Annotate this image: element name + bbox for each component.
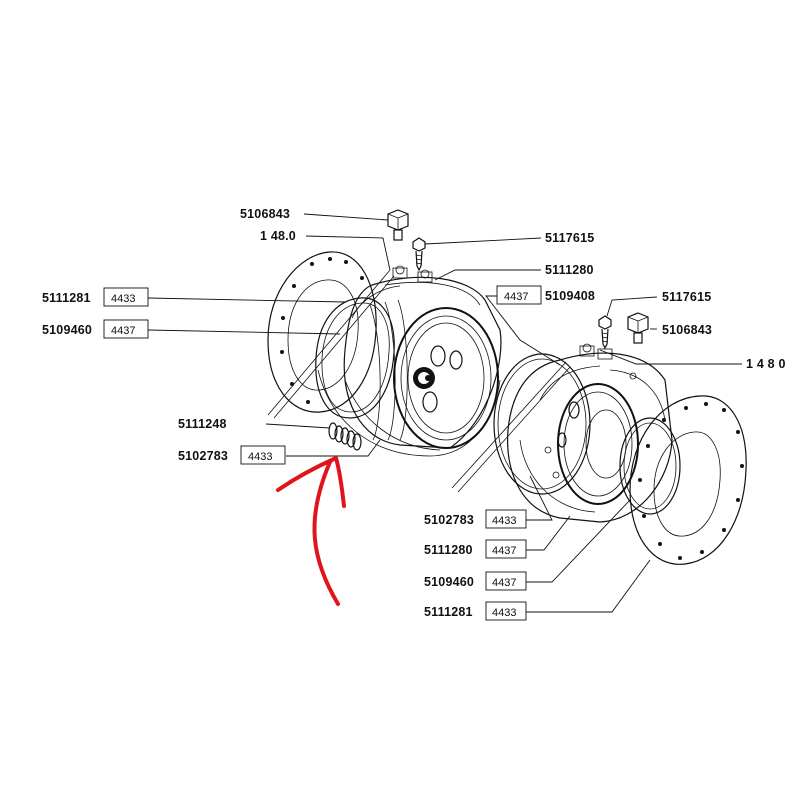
group-code-label: 4433: [248, 451, 272, 463]
group-code-label: 4433: [492, 515, 516, 527]
right-flange-plate: [629, 395, 747, 565]
group-code-box: [103, 319, 149, 339]
part-labels: 5106843 1 48.0 5117615 5111280 4437 5109…: [42, 207, 786, 621]
bolt-icon: [627, 312, 649, 344]
group-code-label: 4437: [504, 291, 528, 303]
right-assembly: [451, 312, 747, 565]
left-housing: [317, 265, 502, 457]
left-drum: [369, 299, 499, 449]
group-code-label: 4437: [492, 577, 516, 589]
group-code-box: [496, 285, 542, 305]
part-number-label: 5111248: [178, 417, 227, 431]
right-o-ring: [619, 417, 681, 515]
group-code-label: 4437: [111, 325, 135, 337]
bolt-icon: [387, 209, 409, 241]
group-code-label: 4433: [492, 607, 516, 619]
screw-icon: [598, 315, 612, 350]
part-number-label: 5102783: [178, 449, 228, 463]
group-code-label: 4433: [111, 293, 135, 305]
group-code-box: [103, 287, 149, 307]
part-number-label: 5102783: [424, 513, 474, 527]
part-number-label: 5111280: [424, 543, 473, 557]
part-number-label: 5106843: [662, 323, 712, 337]
group-code-label: 4437: [492, 545, 516, 557]
part-number-label: 5117615: [662, 290, 711, 304]
leader-lines: [147, 213, 742, 613]
red-arrow-icon: [276, 456, 346, 606]
left-flange-plate: [267, 251, 377, 413]
right-housing: [507, 343, 673, 523]
group-code-box: [485, 539, 527, 559]
left-assembly: [267, 209, 502, 457]
part-number-label: 5109460: [42, 323, 92, 337]
right-drum: [557, 383, 639, 505]
screw-icon: [412, 237, 426, 272]
group-code-box: [485, 509, 527, 529]
part-number-label: 1 48.0: [260, 229, 296, 243]
group-code-box: [240, 445, 286, 465]
left-o-ring: [315, 297, 395, 419]
group-code-box: [485, 601, 527, 621]
part-number-label: 5117615: [545, 231, 594, 245]
part-number-label: 5111281: [42, 291, 91, 305]
part-number-label: 5111281: [424, 605, 473, 619]
spring-icon: [328, 422, 362, 451]
part-number-label: 5109460: [424, 575, 474, 589]
part-number-label: 5111280: [545, 263, 594, 277]
group-code-box: [485, 571, 527, 591]
part-number-label: 5109408: [545, 289, 595, 303]
part-number-label: 1 4 8 0: [746, 357, 786, 371]
part-number-label: 5106843: [240, 207, 290, 221]
